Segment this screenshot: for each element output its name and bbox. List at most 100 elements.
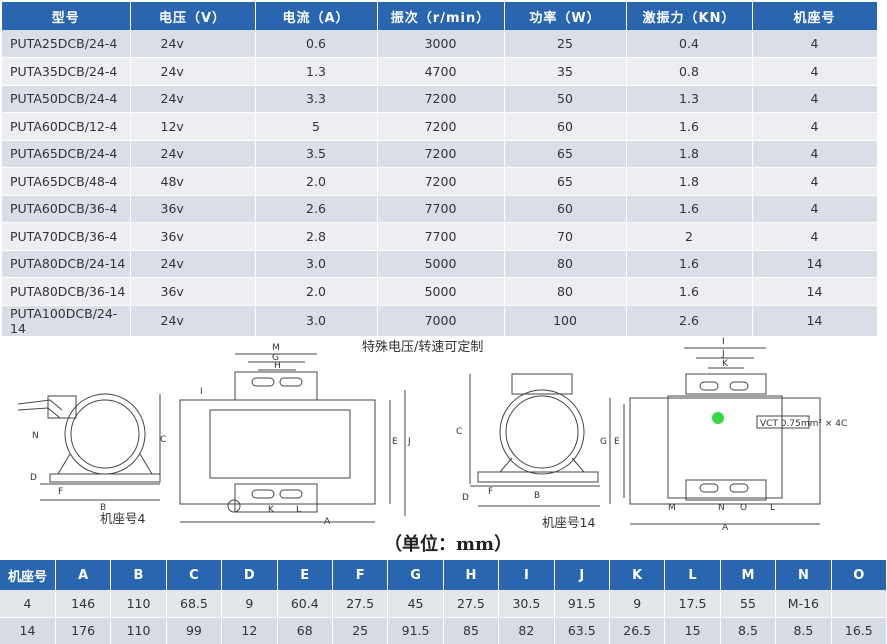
specs-cell: 24v <box>130 57 256 86</box>
specs-cell: 4 <box>752 30 878 58</box>
svg-text:F: F <box>488 487 493 497</box>
svg-text:D: D <box>462 493 469 503</box>
svg-text:A: A <box>324 517 331 527</box>
dims-cell: 45 <box>387 590 444 618</box>
specs-cell: 35 <box>504 57 627 86</box>
specs-cell: 3000 <box>377 30 505 58</box>
specs-cell: PUTA65DCB/48-4 <box>2 167 131 196</box>
specs-header-cell: 型号 <box>2 2 131 30</box>
svg-text:G: G <box>272 353 279 363</box>
specs-cell: 5000 <box>377 250 505 278</box>
svg-text:K: K <box>722 359 729 369</box>
specs-cell: 36v <box>130 277 256 306</box>
specs-cell: PUTA70DCB/36-4 <box>2 222 131 251</box>
dims-cell: 146 <box>55 590 112 618</box>
svg-text:L: L <box>296 505 301 515</box>
specs-cell: PUTA25DCB/24-4 <box>2 30 131 58</box>
specs-cell: 24v <box>130 250 256 278</box>
specs-cell: 80 <box>504 250 627 278</box>
unit-label: （单位：mm） <box>384 534 513 555</box>
specs-cell: 4 <box>752 195 878 223</box>
specs-cell: 2.0 <box>255 277 378 306</box>
specs-cell: 0.4 <box>626 30 753 58</box>
dims-cell: M-16 <box>775 590 832 618</box>
specs-header-cell: 激振力（KN） <box>626 2 753 30</box>
specs-cell: PUTA80DCB/24-14 <box>2 250 131 278</box>
specs-cell: 48v <box>130 167 256 196</box>
svg-text:B: B <box>534 491 540 501</box>
svg-text:N: N <box>32 431 39 441</box>
specs-cell: 7200 <box>377 112 505 141</box>
specs-cell: 0.6 <box>255 30 378 58</box>
svg-text:K: K <box>268 505 275 515</box>
dims-header-cell: A <box>55 560 112 590</box>
specs-cell: 12v <box>130 112 256 141</box>
dims-header-cell: O <box>831 560 887 590</box>
specs-cell: 7700 <box>377 222 505 251</box>
specs-cell: 24v <box>130 85 256 113</box>
svg-text:F: F <box>58 487 63 497</box>
specs-cell: 4 <box>752 167 878 196</box>
specs-header-cell: 电流（A） <box>255 2 378 30</box>
frame14-top-view <box>609 347 821 525</box>
svg-text:N: N <box>718 503 725 513</box>
specs-cell: 4 <box>752 112 878 141</box>
specs-cell: PUTA50DCB/24-4 <box>2 85 131 113</box>
svg-text:M: M <box>668 503 676 513</box>
specs-cell: 3.3 <box>255 85 378 113</box>
dims-cell <box>831 590 887 618</box>
dims-header-cell: D <box>221 560 278 590</box>
frame14-caption: 机座号14 <box>542 515 596 530</box>
specs-cell: 1.6 <box>626 250 753 278</box>
specs-cell: 14 <box>752 305 878 337</box>
specs-cell: 7700 <box>377 195 505 223</box>
dims-cell: 91.5 <box>554 590 610 618</box>
dims-cell: 60.4 <box>277 590 333 618</box>
dims-cell: 12 <box>221 617 278 644</box>
dims-header-cell: 机座号 <box>0 560 56 590</box>
specs-cell: 7200 <box>377 167 505 196</box>
specs-cell: 24v <box>130 305 256 337</box>
svg-text:H: H <box>274 361 281 371</box>
specs-cell: 50 <box>504 85 627 113</box>
specs-cell: 60 <box>504 112 627 141</box>
specs-cell: 2.6 <box>255 195 378 223</box>
specs-cell: 3.0 <box>255 250 378 278</box>
dims-header-cell: H <box>443 560 500 590</box>
dims-cell: 25 <box>332 617 389 644</box>
dims-cell: 4 <box>0 590 56 618</box>
specs-cell: 4 <box>752 57 878 86</box>
dims-cell: 9 <box>609 590 666 618</box>
dims-cell: 8.5 <box>775 617 832 644</box>
specs-cell: 1.3 <box>255 57 378 86</box>
specs-cell: 80 <box>504 277 627 306</box>
dims-header-cell: M <box>720 560 777 590</box>
cable-plate-text: VCT 0.75mm² × 4C <box>760 419 847 429</box>
dims-header-cell: E <box>277 560 333 590</box>
specs-cell: 2.6 <box>626 305 753 337</box>
dims-cell: 85 <box>443 617 500 644</box>
specs-cell: PUTA65DCB/24-4 <box>2 140 131 168</box>
specs-cell: 36v <box>130 222 256 251</box>
specs-header-cell: 电压（V） <box>130 2 256 30</box>
specs-cell: 2.0 <box>255 167 378 196</box>
dims-header-cell: G <box>387 560 444 590</box>
dims-cell: 68 <box>277 617 333 644</box>
dims-cell: 8.5 <box>720 617 777 644</box>
dims-cell: 17.5 <box>664 590 721 618</box>
specs-cell: 14 <box>752 250 878 278</box>
specs-cell: 7000 <box>377 305 505 337</box>
dims-header-cell: C <box>166 560 223 590</box>
specs-cell: 1.6 <box>626 195 753 223</box>
specs-cell: 2.8 <box>255 222 378 251</box>
